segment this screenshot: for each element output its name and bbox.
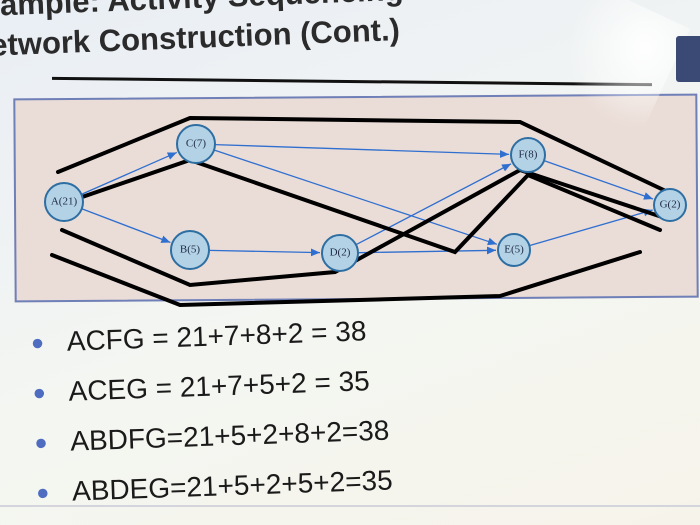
edge-D-F: [355, 163, 512, 246]
path-text: ACEG = 21+7+5+2 = 35: [68, 365, 371, 407]
node-label: B(5): [180, 244, 201, 256]
node-label: C(7): [186, 138, 207, 150]
path-text: ABDEG=21+5+2+5+2=35: [71, 464, 394, 507]
node-label: D(2): [330, 247, 351, 259]
node-A: A(21): [44, 182, 84, 222]
marker-stroke-top-upper: [56, 115, 672, 195]
node-label: E(5): [504, 244, 524, 256]
bullet-icon: ●: [33, 429, 49, 455]
slide-title: xample: Activity Sequencing and etwork C…: [0, 0, 625, 66]
bullet-icon: ●: [32, 379, 47, 405]
node-circle: [497, 233, 531, 267]
edge-B-D: [208, 248, 321, 257]
node-circle: [176, 124, 216, 164]
marker-stroke-top-lower: [54, 157, 662, 255]
node-circle: [170, 230, 210, 270]
node-G: G(2): [653, 188, 687, 222]
nodes-layer: A(21) B(5) C(7) D(2) E(5) F(8) G(2): [44, 124, 687, 272]
path-text: ABDFG=21+5+2+8+2=38: [69, 414, 390, 457]
node-circle: [653, 188, 687, 222]
edge-C-F: [214, 143, 510, 158]
edge-C-E: [213, 149, 498, 246]
bullet-icon: ●: [35, 479, 50, 505]
node-F: F(8): [510, 137, 546, 173]
node-C: C(7): [176, 124, 216, 164]
edge-F-G: [543, 160, 654, 200]
node-label: F(8): [519, 149, 538, 161]
corner-logo-icon: [676, 36, 700, 82]
node-D: D(2): [321, 234, 359, 272]
handdrawn-path-markings: [50, 115, 672, 308]
edge-D-E: [357, 246, 497, 255]
edges-layer: [81, 143, 654, 257]
node-circle: [510, 137, 546, 173]
edge-A-B: [81, 208, 171, 244]
node-circle: [44, 182, 84, 222]
slide-bottom-edge: [0, 505, 700, 507]
node-B: B(5): [170, 230, 210, 270]
activity-network-diagram: A(21) B(5) C(7) D(2) E(5) F(8) G(2): [44, 115, 687, 308]
bullet-icon: ●: [30, 329, 45, 355]
node-label: G(2): [660, 199, 681, 211]
marker-stroke-bottom-lower: [50, 250, 642, 308]
edge-E-G: [529, 208, 653, 247]
node-E: E(5): [497, 233, 531, 267]
edge-A-C: [81, 151, 178, 195]
node-label: A(21): [51, 196, 78, 208]
marker-stroke-bottom-upper: [60, 167, 667, 288]
node-circle: [321, 234, 359, 272]
path-list: ● ACFG = 21+7+8+2 = 38 ● ACEG = 21+7+5+2…: [30, 298, 597, 517]
path-text: ACFG = 21+7+8+2 = 38: [66, 315, 367, 357]
